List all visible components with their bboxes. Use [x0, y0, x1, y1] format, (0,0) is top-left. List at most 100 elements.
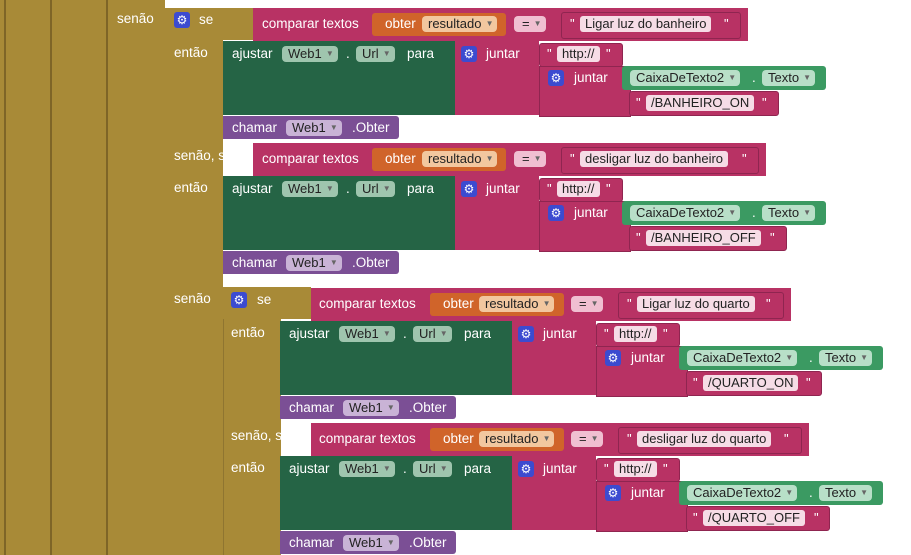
component-name: CaixaDeTexto2 [636, 70, 725, 85]
property-dropdown[interactable]: Texto▼ [762, 205, 816, 221]
gear-icon[interactable]: ⚙ [174, 12, 190, 28]
component-name: CaixaDeTexto2 [636, 205, 725, 220]
operator-dropdown[interactable]: =▼ [514, 151, 546, 167]
inner-join-block[interactable] [539, 201, 631, 252]
property-dropdown[interactable]: Texto▼ [819, 485, 873, 501]
path-string-value[interactable]: /BANHEIRO_ON [646, 95, 755, 111]
quote-open: " [570, 151, 575, 166]
string-value[interactable]: Ligar luz do quarto [637, 296, 755, 312]
property-name: Texto [825, 485, 857, 500]
string-value[interactable]: desligar luz do banheiro [580, 151, 729, 167]
path-string-value[interactable]: /BANHEIRO_OFF [646, 230, 761, 246]
property-dropdown[interactable]: Texto▼ [819, 350, 873, 366]
get-label: obter [443, 431, 474, 446]
dot-label: . [752, 70, 756, 85]
set-label: ajustar [232, 181, 273, 196]
var-name: resultado [428, 16, 482, 31]
component-name: CaixaDeTexto2 [693, 485, 782, 500]
then-label: então [231, 325, 265, 340]
http-string-value[interactable]: http:// [557, 181, 600, 197]
gear-icon[interactable]: ⚙ [605, 485, 621, 501]
component-dropdown[interactable]: CaixaDeTexto2▼ [630, 70, 741, 86]
else-label: senão [174, 291, 211, 306]
component-dropdown[interactable]: Web1▼ [286, 120, 342, 136]
component-dropdown[interactable]: CaixaDeTexto2▼ [687, 350, 798, 366]
var-name: resultado [428, 151, 482, 166]
var-dropdown[interactable]: resultado▼ [479, 296, 555, 312]
operator-dropdown[interactable]: =▼ [571, 431, 603, 447]
component-dropdown[interactable]: Web1▼ [343, 400, 399, 416]
gear-icon[interactable]: ⚙ [518, 326, 534, 342]
compare-label: comparar textos [262, 16, 359, 31]
quote-close: " [663, 461, 668, 476]
method-label: .Obter [352, 120, 390, 135]
else-if-label: senão, se [231, 428, 290, 443]
set-property-block[interactable] [223, 41, 455, 115]
gear-icon[interactable]: ⚙ [605, 350, 621, 366]
chevron-down-icon: ▼ [329, 258, 338, 267]
to-label: para [464, 461, 492, 476]
else-label: senão [117, 11, 154, 26]
property-dropdown[interactable]: Url▼ [356, 181, 395, 197]
var-dropdown[interactable]: resultado▼ [422, 151, 498, 167]
component-dropdown[interactable]: Web1▼ [343, 535, 399, 551]
set-property-block[interactable] [280, 321, 512, 395]
gear-icon[interactable]: ⚙ [461, 181, 477, 197]
var-name: resultado [485, 431, 539, 446]
gear-icon[interactable]: ⚙ [548, 205, 564, 221]
string-value[interactable]: desligar luz do quarto [637, 431, 772, 447]
if-block[interactable] [165, 8, 223, 555]
if-block[interactable] [223, 287, 281, 555]
gear-icon[interactable]: ⚙ [231, 292, 247, 308]
set-label: ajustar [289, 461, 330, 476]
inner-join-block[interactable] [539, 66, 631, 117]
component-dropdown[interactable]: Web1▼ [339, 461, 395, 477]
set-property-block[interactable] [280, 456, 512, 530]
property-dropdown[interactable]: Url▼ [356, 46, 395, 62]
gear-icon[interactable]: ⚙ [461, 46, 477, 62]
quote-close: " [770, 230, 775, 245]
quote-close: " [784, 431, 789, 446]
quote-open: " [570, 16, 575, 31]
var-dropdown[interactable]: resultado▼ [479, 431, 555, 447]
chevron-down-icon: ▼ [439, 329, 448, 338]
component-dropdown[interactable]: Web1▼ [339, 326, 395, 342]
property-dropdown[interactable]: Url▼ [413, 461, 452, 477]
var-dropdown[interactable]: resultado▼ [422, 16, 498, 32]
component-dropdown[interactable]: CaixaDeTexto2▼ [687, 485, 798, 501]
path-string-value[interactable]: /QUARTO_OFF [703, 510, 805, 526]
property-dropdown[interactable]: Texto▼ [762, 70, 816, 86]
chevron-down-icon: ▼ [329, 123, 338, 132]
quote-close: " [814, 510, 819, 525]
join-label: juntar [543, 326, 577, 341]
set-label: ajustar [289, 326, 330, 341]
http-string-value[interactable]: http:// [614, 461, 657, 477]
component-dropdown[interactable]: Web1▼ [282, 46, 338, 62]
operator-value: = [579, 296, 587, 311]
http-string-value[interactable]: http:// [557, 46, 600, 62]
path-string-value[interactable]: /QUARTO_ON [703, 375, 799, 391]
component-name: Web1 [349, 535, 383, 550]
chevron-down-icon: ▼ [542, 434, 551, 443]
chevron-down-icon: ▼ [382, 329, 391, 338]
quote-open: " [604, 461, 609, 476]
component-name: Web1 [345, 326, 379, 341]
compare-label: comparar textos [319, 296, 416, 311]
gear-icon[interactable]: ⚙ [548, 70, 564, 86]
get-label: obter [385, 151, 416, 166]
component-dropdown[interactable]: Web1▼ [282, 181, 338, 197]
operator-dropdown[interactable]: =▼ [514, 16, 546, 32]
property-name: Url [419, 461, 436, 476]
http-string-value[interactable]: http:// [614, 326, 657, 342]
chevron-down-icon: ▼ [860, 488, 869, 497]
string-value[interactable]: Ligar luz do banheiro [580, 16, 712, 32]
join-label: juntar [543, 461, 577, 476]
component-dropdown[interactable]: CaixaDeTexto2▼ [630, 205, 741, 221]
call-label: chamar [232, 120, 278, 135]
quote-close: " [806, 375, 811, 390]
set-property-block[interactable] [223, 176, 455, 250]
gear-icon[interactable]: ⚙ [518, 461, 534, 477]
component-dropdown[interactable]: Web1▼ [286, 255, 342, 271]
property-dropdown[interactable]: Url▼ [413, 326, 452, 342]
operator-dropdown[interactable]: =▼ [571, 296, 603, 312]
